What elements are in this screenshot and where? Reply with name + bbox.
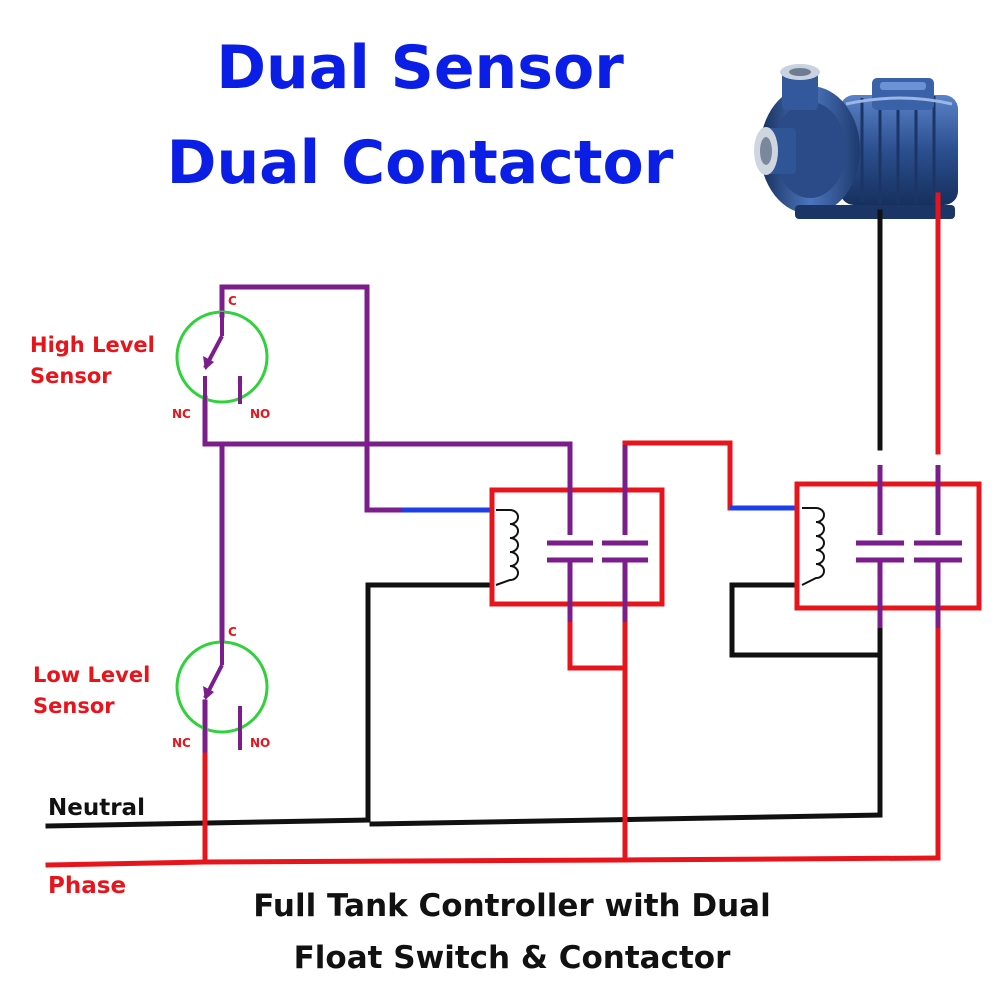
low-sensor-nc-label: NC xyxy=(172,736,191,750)
low-sensor-arrow-icon xyxy=(203,686,214,700)
contactor-1-coil-icon xyxy=(495,509,519,586)
title-line-1: Dual Sensor xyxy=(216,33,624,103)
title-line-2: Dual Contactor xyxy=(167,128,674,198)
neutral-wires xyxy=(45,209,883,829)
low-sensor-c-label: C xyxy=(228,625,237,639)
phase-label: Phase xyxy=(48,873,126,899)
high-sensor-arrow-icon xyxy=(203,356,214,370)
contactor-2-box xyxy=(794,481,982,611)
contactor-2 xyxy=(794,465,982,628)
high-sensor-nc-label: NC xyxy=(172,407,191,421)
contactor-2-coil-icon xyxy=(801,507,825,586)
phase-wires xyxy=(45,192,941,868)
high-level-sensor: C NC NO High Level Sensor xyxy=(30,294,270,421)
coil-feed-wires xyxy=(402,505,802,513)
high-sensor-label-line-1: High Level xyxy=(30,333,155,357)
caption-line-1: Full Tank Controller with Dual xyxy=(253,888,770,924)
caption-line-2: Float Switch & Contactor xyxy=(294,940,731,976)
low-sensor-no-label: NO xyxy=(250,736,270,750)
high-sensor-no-label: NO xyxy=(250,407,270,421)
contactor-1-box xyxy=(489,487,665,607)
high-sensor-c-label: C xyxy=(228,294,237,308)
low-sensor-label-line-2: Sensor xyxy=(33,694,115,718)
low-sensor-label-line-1: Low Level xyxy=(33,663,150,687)
neutral-label: Neutral xyxy=(48,795,145,821)
contactor-1 xyxy=(489,445,665,622)
pump-icon xyxy=(754,64,958,219)
high-sensor-label-line-2: Sensor xyxy=(30,364,112,388)
low-level-sensor: C NC NO Low Level Sensor xyxy=(33,625,270,750)
